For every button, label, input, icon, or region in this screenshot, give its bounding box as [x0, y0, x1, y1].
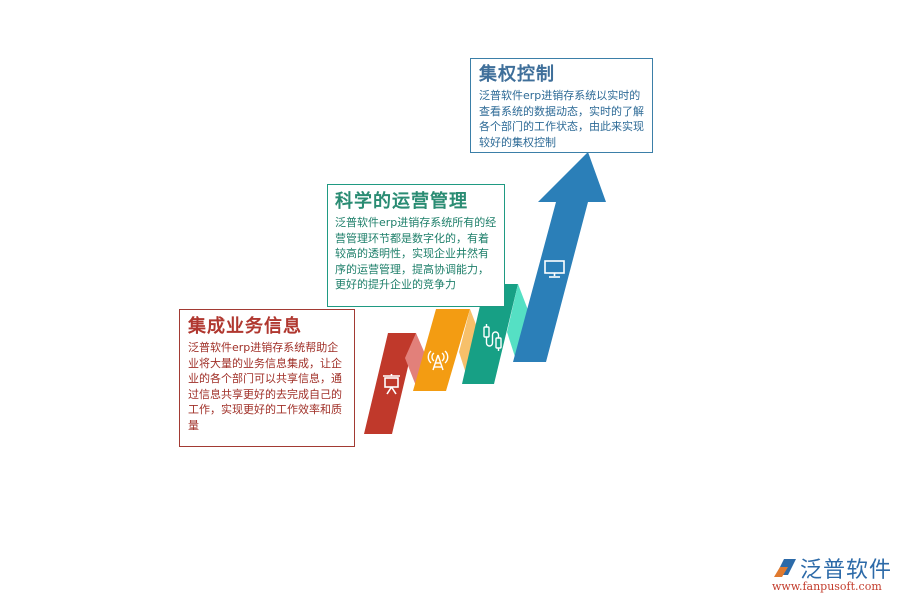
step-box-scientific-operations: 科学的运营管理 泛普软件erp进销存系统所有的经营管理环节都是数字化的，有着较高… — [327, 184, 505, 307]
red-ribbon-segment — [364, 333, 416, 434]
teal-ribbon-segment — [462, 284, 518, 384]
monitor-icon — [544, 260, 565, 278]
orange-fold-face — [459, 309, 480, 380]
brand-name: 泛普软件 — [800, 558, 893, 583]
step-title: 科学的运营管理 — [335, 191, 468, 212]
step-title: 集权控制 — [479, 64, 555, 85]
usb-cable-icon — [483, 324, 502, 351]
brand-logo: 泛普软件 www.fanpusoft.com — [768, 552, 893, 597]
brand-mark-icon — [774, 559, 796, 577]
orange-ribbon-segment — [413, 309, 470, 391]
signal-tower-icon — [427, 350, 449, 371]
step-box-integrate-business-info: 集成业务信息 泛普软件erp进销存系统帮助企业将大量的业务信息集成，让企业的各个… — [179, 309, 355, 447]
step-description: 泛普软件erp进销存系统所有的经营管理环节都是数字化的，有着较高的透明性，实现企… — [335, 216, 497, 291]
teal-fold-face — [507, 284, 528, 360]
step-title: 集成业务信息 — [188, 316, 302, 337]
blue-arrow — [513, 152, 606, 362]
step-description: 泛普软件erp进销存系统帮助企业将大量的业务信息集成，让企业的各个部门可以共享信… — [188, 341, 342, 432]
step-description: 泛普软件erp进销存系统以实时的查看系统的数据动态，实时的了解各个部门的工作状态… — [479, 89, 644, 149]
step-box-centralized-control: 集权控制 泛普软件erp进销存系统以实时的查看系统的数据动态，实时的了解各个部门… — [470, 58, 653, 153]
presentation-board-icon — [383, 374, 400, 395]
brand-url: www.fanpusoft.com — [772, 580, 882, 593]
